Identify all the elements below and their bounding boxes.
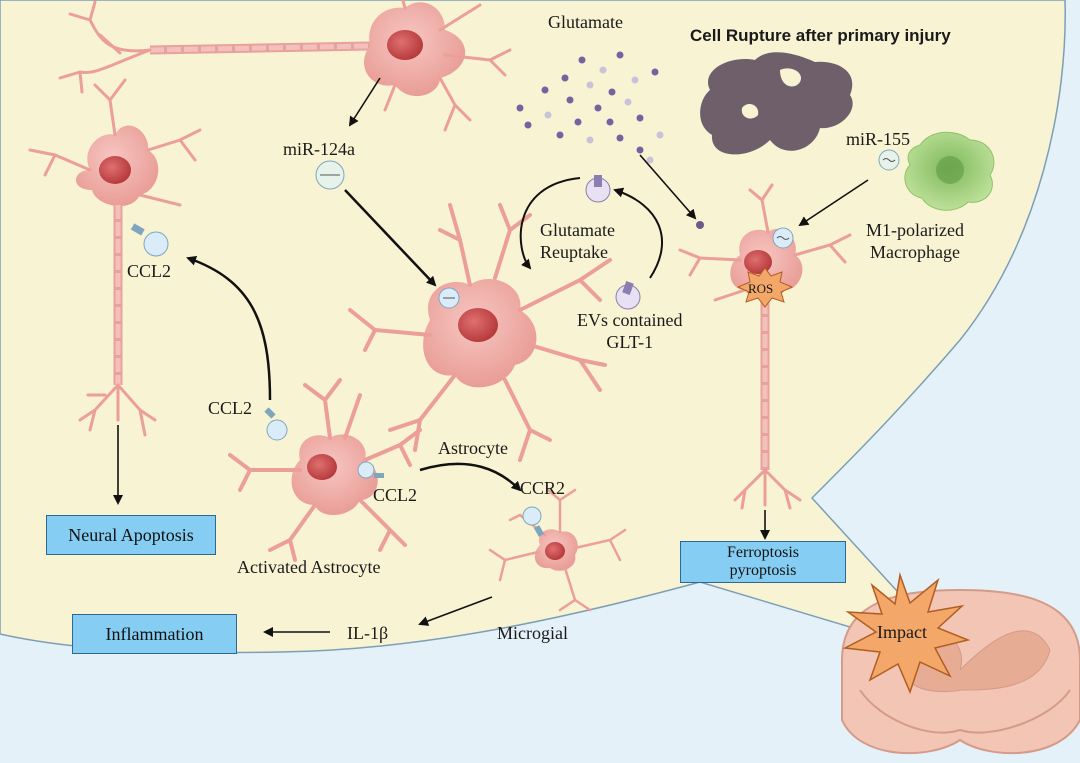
arrows: [113, 77, 869, 637]
label-impact: Impact: [877, 622, 927, 642]
label-mir124a: miR-124a: [283, 139, 355, 159]
label-evs-glt1: EVs contained GLT-1: [577, 310, 683, 352]
impact-starburst: [842, 572, 971, 695]
top-neuron-axon: [58, 0, 371, 94]
label-glutamate: Glutamate: [548, 12, 623, 32]
label-ccl2-neuron: CCL2: [127, 261, 172, 281]
central-astrocyte: [348, 203, 612, 462]
label-ros: ROS: [748, 281, 774, 296]
label-cell-rupture: Cell Rupture after primary injury: [690, 26, 951, 45]
label-ccl2-astro: CCL2: [208, 398, 253, 418]
label-microgial: Microgial: [497, 623, 568, 643]
box-inflammation: Inflammation: [72, 614, 237, 654]
label-astrocyte: Astrocyte: [438, 438, 508, 458]
activated-astrocyte: [228, 378, 422, 562]
box-neural-apoptosis: Neural Apoptosis: [46, 515, 216, 555]
label-ccr2: CCR2: [520, 478, 566, 498]
label-ccl2-activated: CCL2: [373, 485, 418, 505]
label-glutamate-reuptake: Glutamate Reuptake: [540, 220, 615, 262]
left-neuron: [28, 78, 202, 437]
label-m1-macrophage: M1-polarized Macrophage: [866, 220, 964, 262]
microglia: [488, 488, 627, 612]
label-activated-astrocyte: Activated Astrocyte: [237, 557, 381, 577]
ros-starburst: [736, 267, 794, 308]
cell-rupture-icon: [700, 52, 853, 155]
top-neuron: [364, 0, 512, 132]
label-il1b: IL-1β: [347, 623, 389, 643]
label-mir155: miR-155: [846, 129, 911, 149]
glutamate-dots: [516, 51, 704, 229]
macrophage-icon: [904, 131, 995, 211]
box-ferroptosis-pyroptosis: Ferroptosis pyroptosis: [680, 541, 846, 583]
right-neuron: [678, 183, 852, 510]
